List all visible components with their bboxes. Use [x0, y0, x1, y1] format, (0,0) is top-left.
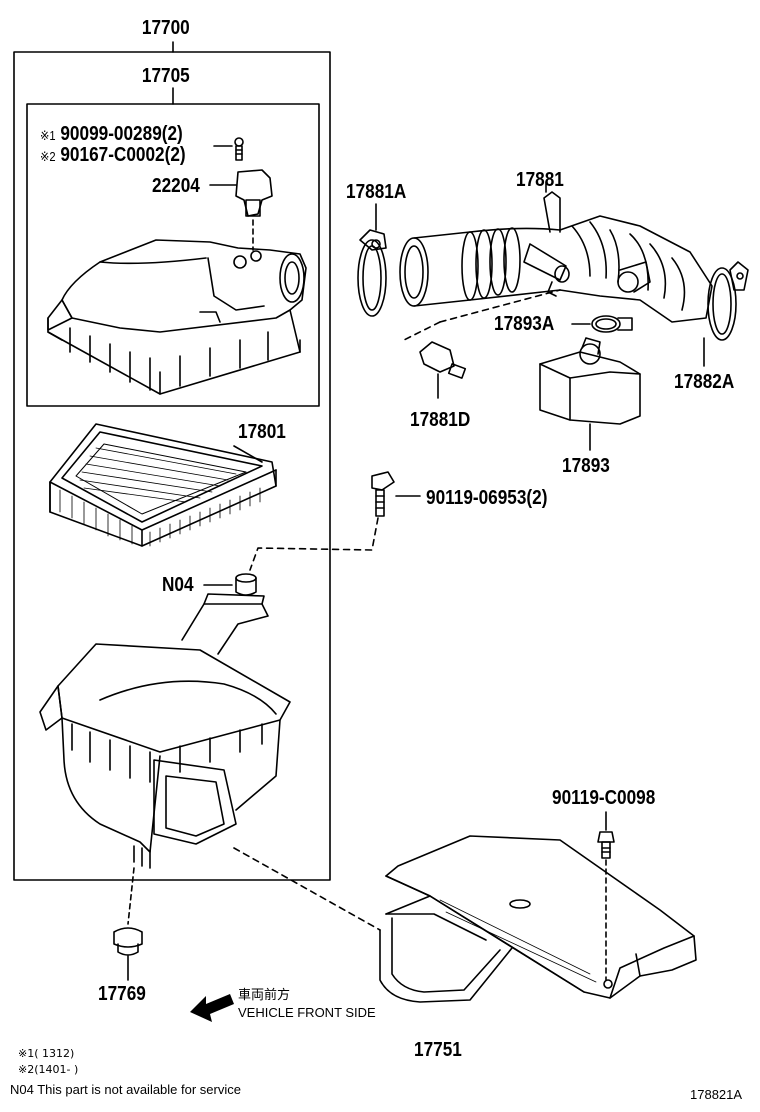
label-17881: 17881	[516, 169, 564, 191]
bolt-90119-c0098-part	[597, 811, 615, 981]
bolt-90119-06953-part	[249, 471, 421, 571]
label-17769: 17769	[98, 983, 146, 1005]
resonator-17893-part	[539, 337, 641, 451]
assembly-17700-frame	[13, 41, 331, 881]
air-filter-17801-part	[49, 423, 277, 547]
label-17893a: 17893A	[494, 313, 555, 335]
bolt-90099-part	[213, 137, 244, 161]
note-mark-2: ※2	[40, 149, 56, 164]
footnote-1: ※1( 1312)	[18, 1047, 75, 1060]
clamp-17893a-part	[571, 315, 633, 333]
assembly-17705-frame	[26, 87, 320, 407]
clamp-17882a-part	[703, 261, 749, 367]
bolt-90099-number: 90099-00289(2)	[60, 123, 183, 145]
clamp-17881a-part	[357, 203, 387, 317]
label-bolt-90167: ※2 90167-C0002(2)	[40, 145, 186, 165]
air-cleaner-case-part	[39, 593, 291, 869]
sensor-22204-part	[209, 169, 273, 251]
air-inlet-17751-part	[233, 835, 697, 1003]
figure-id: 178821A	[690, 1087, 743, 1102]
note-mark-1: ※1	[40, 128, 56, 143]
connector-17881d-part	[419, 341, 467, 399]
label-17882a: 17882A	[674, 371, 735, 393]
grommet-17769-part	[113, 867, 143, 981]
label-bolt-90119-c0098: 90119-C0098	[552, 787, 656, 809]
intake-hose-17881-part	[399, 181, 713, 341]
grommet-n04-part	[203, 573, 257, 596]
front-side-label-jp: 車両前方	[238, 987, 291, 1002]
label-bolt-90099: ※1 90099-00289(2)	[40, 124, 183, 144]
label-17881a: 17881A	[346, 181, 407, 203]
bolt-90167-number: 90167-C0002(2)	[60, 144, 186, 166]
label-17705: 17705	[141, 65, 190, 87]
label-bolt-90119-06953: 90119-06953(2)	[426, 487, 548, 509]
label-n04: N04	[162, 574, 194, 596]
vehicle-front-arrow-icon	[190, 994, 234, 1022]
label-17700: 17700	[141, 17, 190, 39]
label-17801: 17801	[238, 421, 286, 443]
label-17881d: 17881D	[410, 409, 471, 431]
label-22204: 22204	[152, 175, 200, 197]
front-side-label-en: VEHICLE FRONT SIDE	[238, 1005, 376, 1020]
air-cleaner-cap-part	[47, 239, 307, 395]
label-17751: 17751	[414, 1039, 462, 1061]
footnote-2: ※2(1401- )	[18, 1063, 79, 1076]
label-17893: 17893	[562, 455, 610, 477]
footnote-n04: N04 This part is not available for servi…	[10, 1082, 241, 1097]
